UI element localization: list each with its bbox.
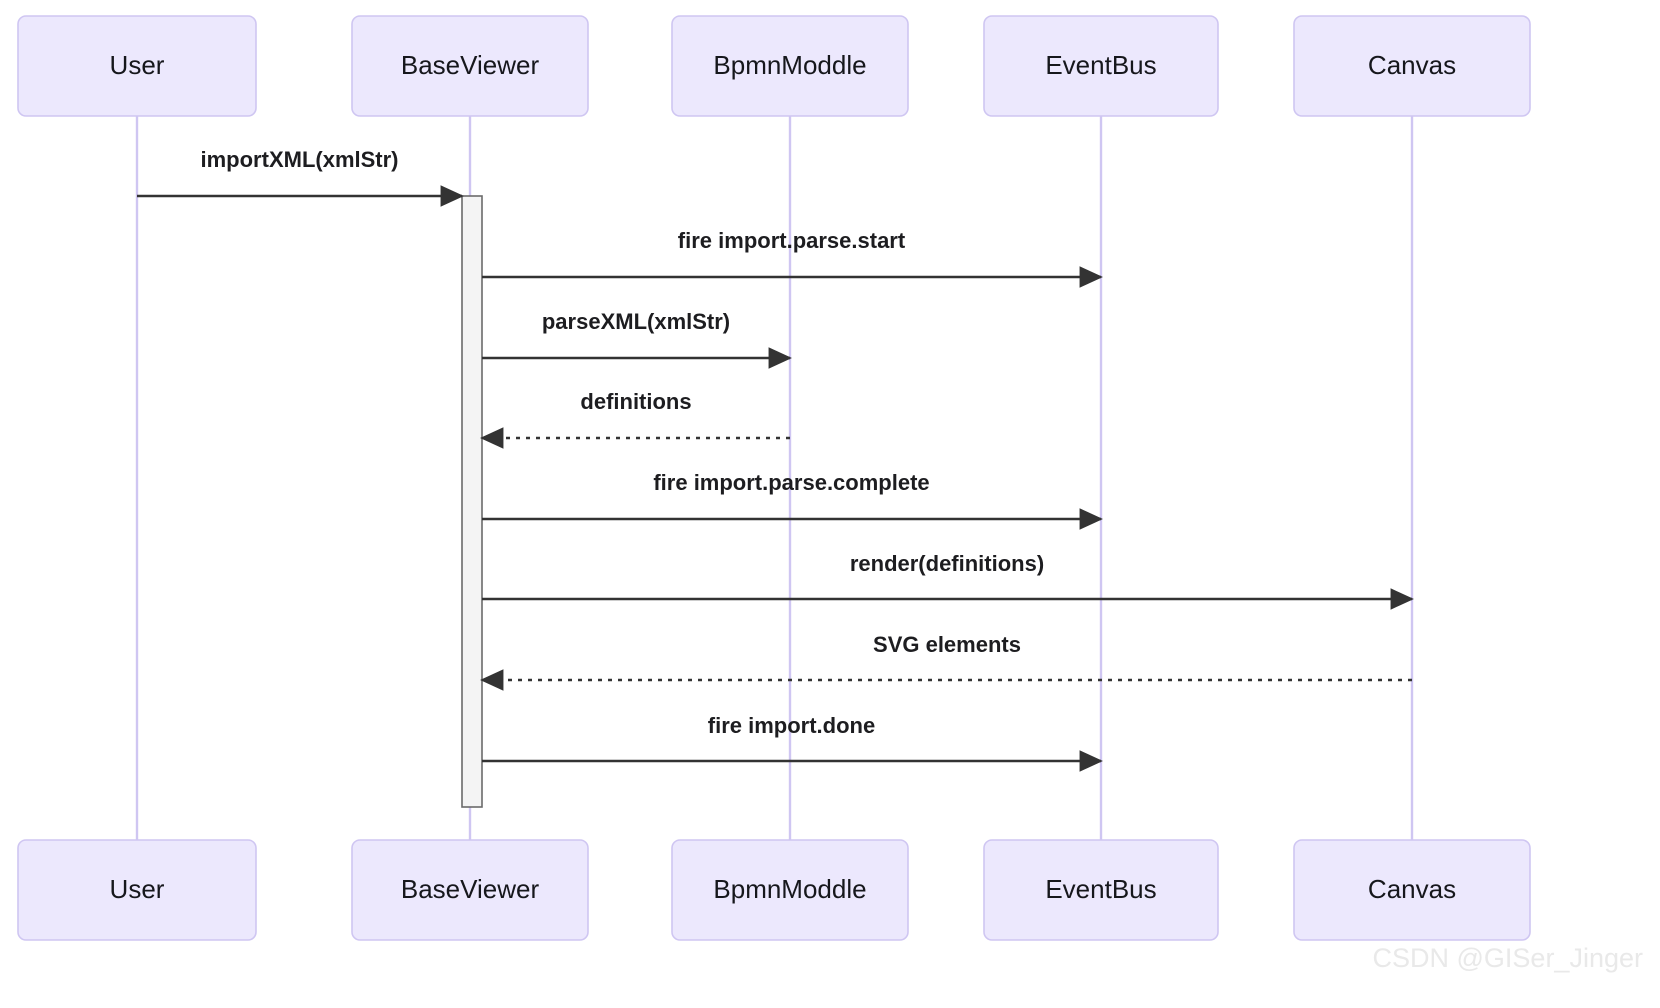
actor-label-canvas-bottom: Canvas bbox=[1368, 874, 1456, 904]
actor-label-eventbus-top: EventBus bbox=[1045, 50, 1156, 80]
message-label-1: importXML(xmlStr) bbox=[201, 147, 399, 172]
actor-box-eventbus-bottom[interactable] bbox=[983, 839, 1219, 941]
message-label-3: parseXML(xmlStr) bbox=[542, 309, 730, 334]
actor-box-baseviewer-bottom[interactable] bbox=[351, 839, 589, 941]
actor-box-baseviewer-top[interactable] bbox=[351, 15, 589, 117]
actor-label-baseviewer-top: BaseViewer bbox=[401, 50, 540, 80]
actor-label-eventbus-bottom: EventBus bbox=[1045, 874, 1156, 904]
message-group: importXML(xmlStr) fire import.parse.start… bbox=[137, 147, 1414, 772]
actor-box-eventbus-top[interactable] bbox=[983, 15, 1219, 117]
message-label-8: fire import.done bbox=[708, 713, 875, 738]
actor-box-user-top[interactable] bbox=[17, 15, 257, 117]
message-label-5: fire import.parse.complete bbox=[653, 470, 929, 495]
actor-label-bpmnmoddle-bottom: BpmnModdle bbox=[713, 874, 866, 904]
actor-box-bpmnmoddle-bottom[interactable] bbox=[671, 839, 909, 941]
message-label-4: definitions bbox=[580, 389, 691, 414]
actor-label-baseviewer-bottom: BaseViewer bbox=[401, 874, 540, 904]
actor-label-bpmnmoddle-top: BpmnModdle bbox=[713, 50, 866, 80]
actor-box-canvas-bottom[interactable] bbox=[1293, 839, 1531, 941]
bottom-actor-group: User BaseViewer BpmnModdle EventBus Canvas bbox=[17, 839, 1531, 941]
message-label-7: SVG elements bbox=[873, 632, 1021, 657]
actor-label-user-top: User bbox=[110, 50, 165, 80]
actor-label-canvas-top: Canvas bbox=[1368, 50, 1456, 80]
actor-box-user-bottom[interactable] bbox=[17, 839, 257, 941]
activation-bar-baseviewer bbox=[461, 195, 483, 808]
actor-box-canvas-top[interactable] bbox=[1293, 15, 1531, 117]
activation-group bbox=[461, 195, 483, 808]
message-label-6: render(definitions) bbox=[850, 551, 1044, 576]
actor-box-bpmnmoddle-top[interactable] bbox=[671, 15, 909, 117]
actor-label-user-bottom: User bbox=[110, 874, 165, 904]
message-label-2: fire import.parse.start bbox=[678, 228, 906, 253]
csdn-watermark: CSDN @GISer_Jinger bbox=[1373, 943, 1644, 973]
top-actor-group: User BaseViewer BpmnModdle EventBus Canvas bbox=[17, 15, 1531, 117]
